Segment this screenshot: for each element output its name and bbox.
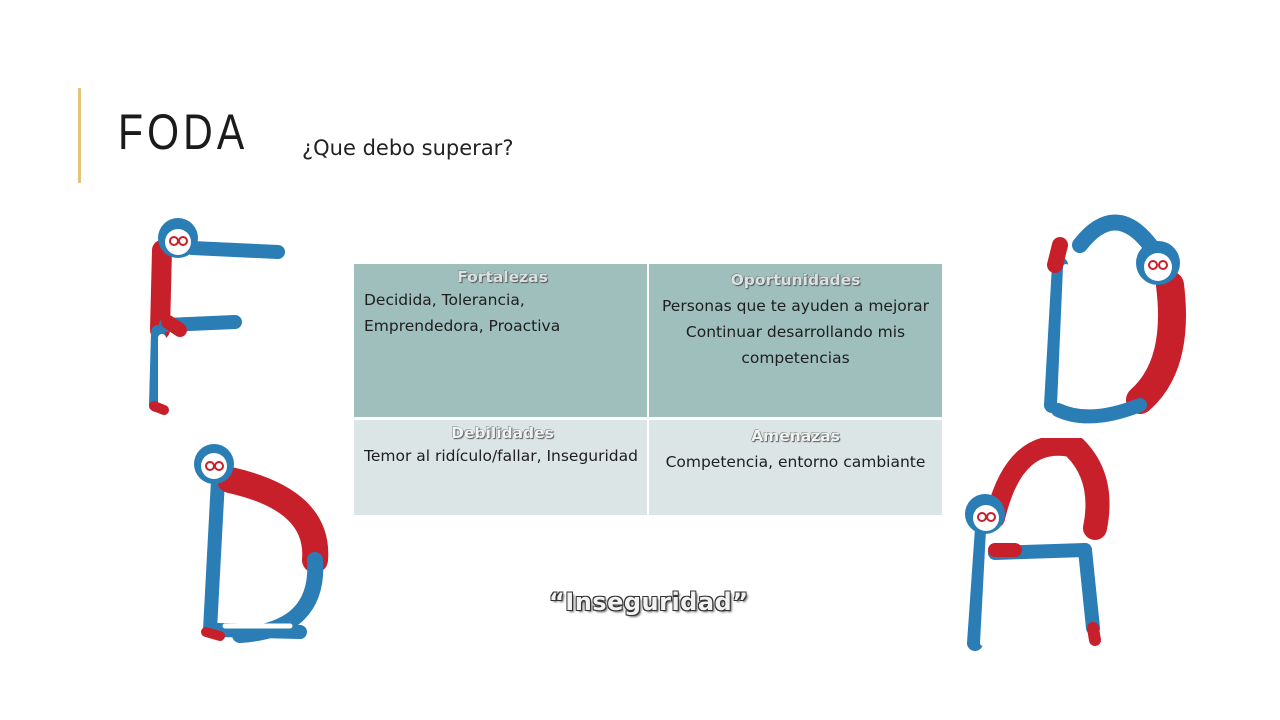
letter-d-figure <box>194 444 329 643</box>
debilidades-cell: Debilidades Temor al ridículo/fallar, In… <box>354 418 648 515</box>
fortalezas-heading: Fortalezas <box>457 268 548 286</box>
letter-o-figure <box>1044 214 1186 424</box>
fortalezas-text: Decidida, Tolerancia, Emprendedora, Proa… <box>364 291 561 335</box>
table-row: Debilidades Temor al ridículo/fallar, In… <box>354 418 942 515</box>
amenazas-cell: Amenazas Competencia, entorno cambiante <box>647 418 942 515</box>
quote-inseguridad: “Inseguridad” <box>549 588 749 616</box>
letter-a-figure <box>965 438 1110 651</box>
oportunidades-line-2: Continuar desarrollando mis competencias <box>685 323 906 367</box>
foda-table: Fortalezas Decidida, Tolerancia, Emprend… <box>354 264 942 515</box>
slide-subtitle: ¿Que debo superar? <box>302 136 514 160</box>
title-accent-bar <box>78 88 81 183</box>
table-row: Fortalezas Decidida, Tolerancia, Emprend… <box>354 264 942 420</box>
fortalezas-cell: Fortalezas Decidida, Tolerancia, Emprend… <box>354 264 648 420</box>
amenazas-heading: Amenazas <box>751 427 840 445</box>
letter-f-figure <box>149 218 285 415</box>
slide-title: FODA <box>118 104 249 160</box>
oportunidades-cell: Oportunidades Personas que te ayuden a m… <box>647 264 942 420</box>
amenazas-text: Competencia, entorno cambiante <box>665 453 926 471</box>
oportunidades-line-1: Personas que te ayuden a mejorar <box>662 297 929 315</box>
debilidades-heading: Debilidades <box>451 424 554 442</box>
oportunidades-heading: Oportunidades <box>730 271 861 289</box>
debilidades-text: Temor al ridículo/fallar, Inseguridad <box>364 447 638 465</box>
